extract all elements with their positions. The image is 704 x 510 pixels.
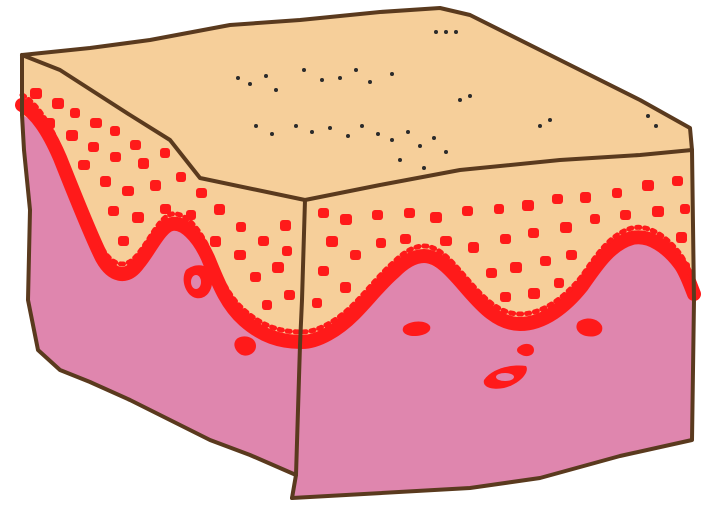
diagram-stage: [0, 0, 704, 510]
skin-block-illustration: [0, 0, 704, 510]
